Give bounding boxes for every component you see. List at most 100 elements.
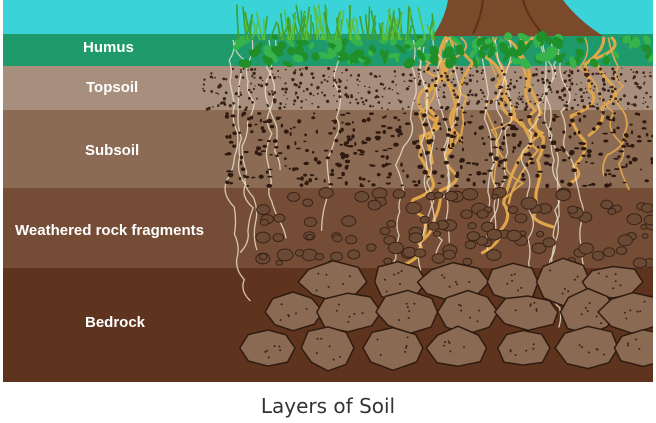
soil-particle bbox=[230, 114, 236, 118]
soil-particle bbox=[440, 174, 445, 179]
soil-particle bbox=[450, 81, 453, 84]
boulder-speckle bbox=[510, 274, 513, 277]
soil-particle bbox=[413, 183, 419, 187]
pebble bbox=[276, 248, 294, 262]
soil-particle bbox=[345, 164, 349, 167]
soil-particle bbox=[576, 162, 581, 165]
soil-particle bbox=[585, 160, 588, 164]
soil-particle bbox=[524, 77, 528, 80]
soil-particle bbox=[508, 96, 511, 99]
soil-particle bbox=[256, 97, 258, 100]
soil-particle bbox=[553, 115, 560, 118]
soil-particle bbox=[228, 140, 234, 144]
soil-particle bbox=[357, 92, 360, 94]
soil-particle bbox=[316, 85, 320, 90]
soil-particle bbox=[322, 74, 326, 78]
soil-particle bbox=[437, 182, 442, 185]
leaf bbox=[395, 53, 400, 63]
soil-particle bbox=[500, 123, 504, 127]
soil-particle bbox=[442, 83, 447, 87]
soil-particle bbox=[642, 102, 644, 105]
leaf bbox=[472, 57, 478, 69]
boulder-speckle bbox=[635, 338, 638, 341]
soil-particle bbox=[309, 92, 313, 96]
boulder bbox=[238, 329, 296, 367]
soil-particle bbox=[611, 67, 615, 71]
boulder-speckle bbox=[278, 345, 281, 348]
pebble bbox=[408, 232, 423, 244]
soil-particle bbox=[215, 92, 218, 94]
leaf bbox=[429, 45, 439, 57]
leaf bbox=[380, 49, 387, 61]
soil-particle bbox=[381, 95, 384, 98]
soil-particle bbox=[644, 179, 649, 183]
soil-particle bbox=[239, 155, 244, 160]
grass-blade bbox=[268, 21, 278, 41]
soil-particle bbox=[304, 181, 309, 186]
leaf bbox=[263, 44, 270, 52]
soil-particle bbox=[631, 103, 633, 106]
boulder-speckle bbox=[535, 308, 538, 310]
soil-particle bbox=[329, 172, 335, 177]
soil-particle bbox=[429, 106, 433, 110]
soil-particle bbox=[340, 155, 345, 160]
soil-particle bbox=[340, 127, 344, 132]
soil-particle bbox=[344, 86, 348, 90]
soil-particle bbox=[637, 135, 642, 138]
leaf bbox=[624, 37, 632, 43]
soil-particle bbox=[328, 132, 333, 135]
leaf bbox=[487, 46, 496, 58]
soil-particle bbox=[470, 115, 474, 117]
soil-particle bbox=[393, 142, 399, 147]
soil-particle bbox=[273, 91, 277, 94]
soil-particle bbox=[291, 77, 295, 82]
soil-particle bbox=[593, 85, 596, 88]
soil-particle bbox=[260, 126, 265, 130]
grass-blade bbox=[393, 11, 402, 41]
soil-particle bbox=[202, 87, 204, 90]
soil-particle bbox=[497, 163, 501, 168]
leaf bbox=[524, 39, 533, 52]
soil-particle bbox=[419, 153, 423, 157]
grass-blade bbox=[369, 15, 377, 41]
leaf bbox=[556, 39, 564, 50]
soil-particle bbox=[391, 80, 395, 84]
soil-particle bbox=[369, 164, 376, 167]
soil-particle bbox=[544, 92, 548, 96]
soil-particle bbox=[408, 85, 410, 88]
boulder-speckle bbox=[398, 319, 400, 321]
boulder-speckle bbox=[513, 273, 516, 276]
pebble bbox=[301, 248, 318, 262]
soil-particle bbox=[543, 161, 550, 166]
pebble bbox=[272, 233, 285, 243]
soil-particle bbox=[469, 67, 472, 70]
soil-particle bbox=[498, 182, 501, 187]
boulder-speckle bbox=[315, 289, 318, 292]
boulder-speckle bbox=[408, 310, 411, 313]
grass-blade bbox=[305, 17, 308, 41]
boulder-speckle bbox=[335, 309, 338, 312]
soil-particle bbox=[568, 87, 572, 92]
leaf bbox=[468, 47, 478, 59]
soil-particle bbox=[612, 116, 616, 122]
soil-particle bbox=[297, 119, 302, 124]
layer-label-humus: Humus bbox=[83, 39, 134, 56]
soil-particle bbox=[382, 83, 385, 86]
pebble bbox=[255, 231, 271, 244]
soil-particle bbox=[286, 145, 291, 150]
boulder-speckle bbox=[361, 312, 364, 315]
soil-particle bbox=[435, 147, 438, 150]
soil-particle bbox=[254, 85, 256, 87]
soil-particle bbox=[604, 183, 610, 188]
soil-particle bbox=[338, 79, 342, 83]
soil-particle bbox=[604, 72, 606, 75]
soil-particle bbox=[299, 81, 303, 85]
grass-blade bbox=[379, 22, 384, 41]
soil-particle bbox=[502, 135, 506, 140]
pebble bbox=[367, 199, 382, 211]
soil-particle bbox=[591, 104, 595, 108]
soil-particle bbox=[621, 67, 623, 69]
soil-particle bbox=[623, 94, 626, 98]
soil-particle bbox=[523, 153, 529, 157]
soil-particle bbox=[386, 176, 391, 179]
